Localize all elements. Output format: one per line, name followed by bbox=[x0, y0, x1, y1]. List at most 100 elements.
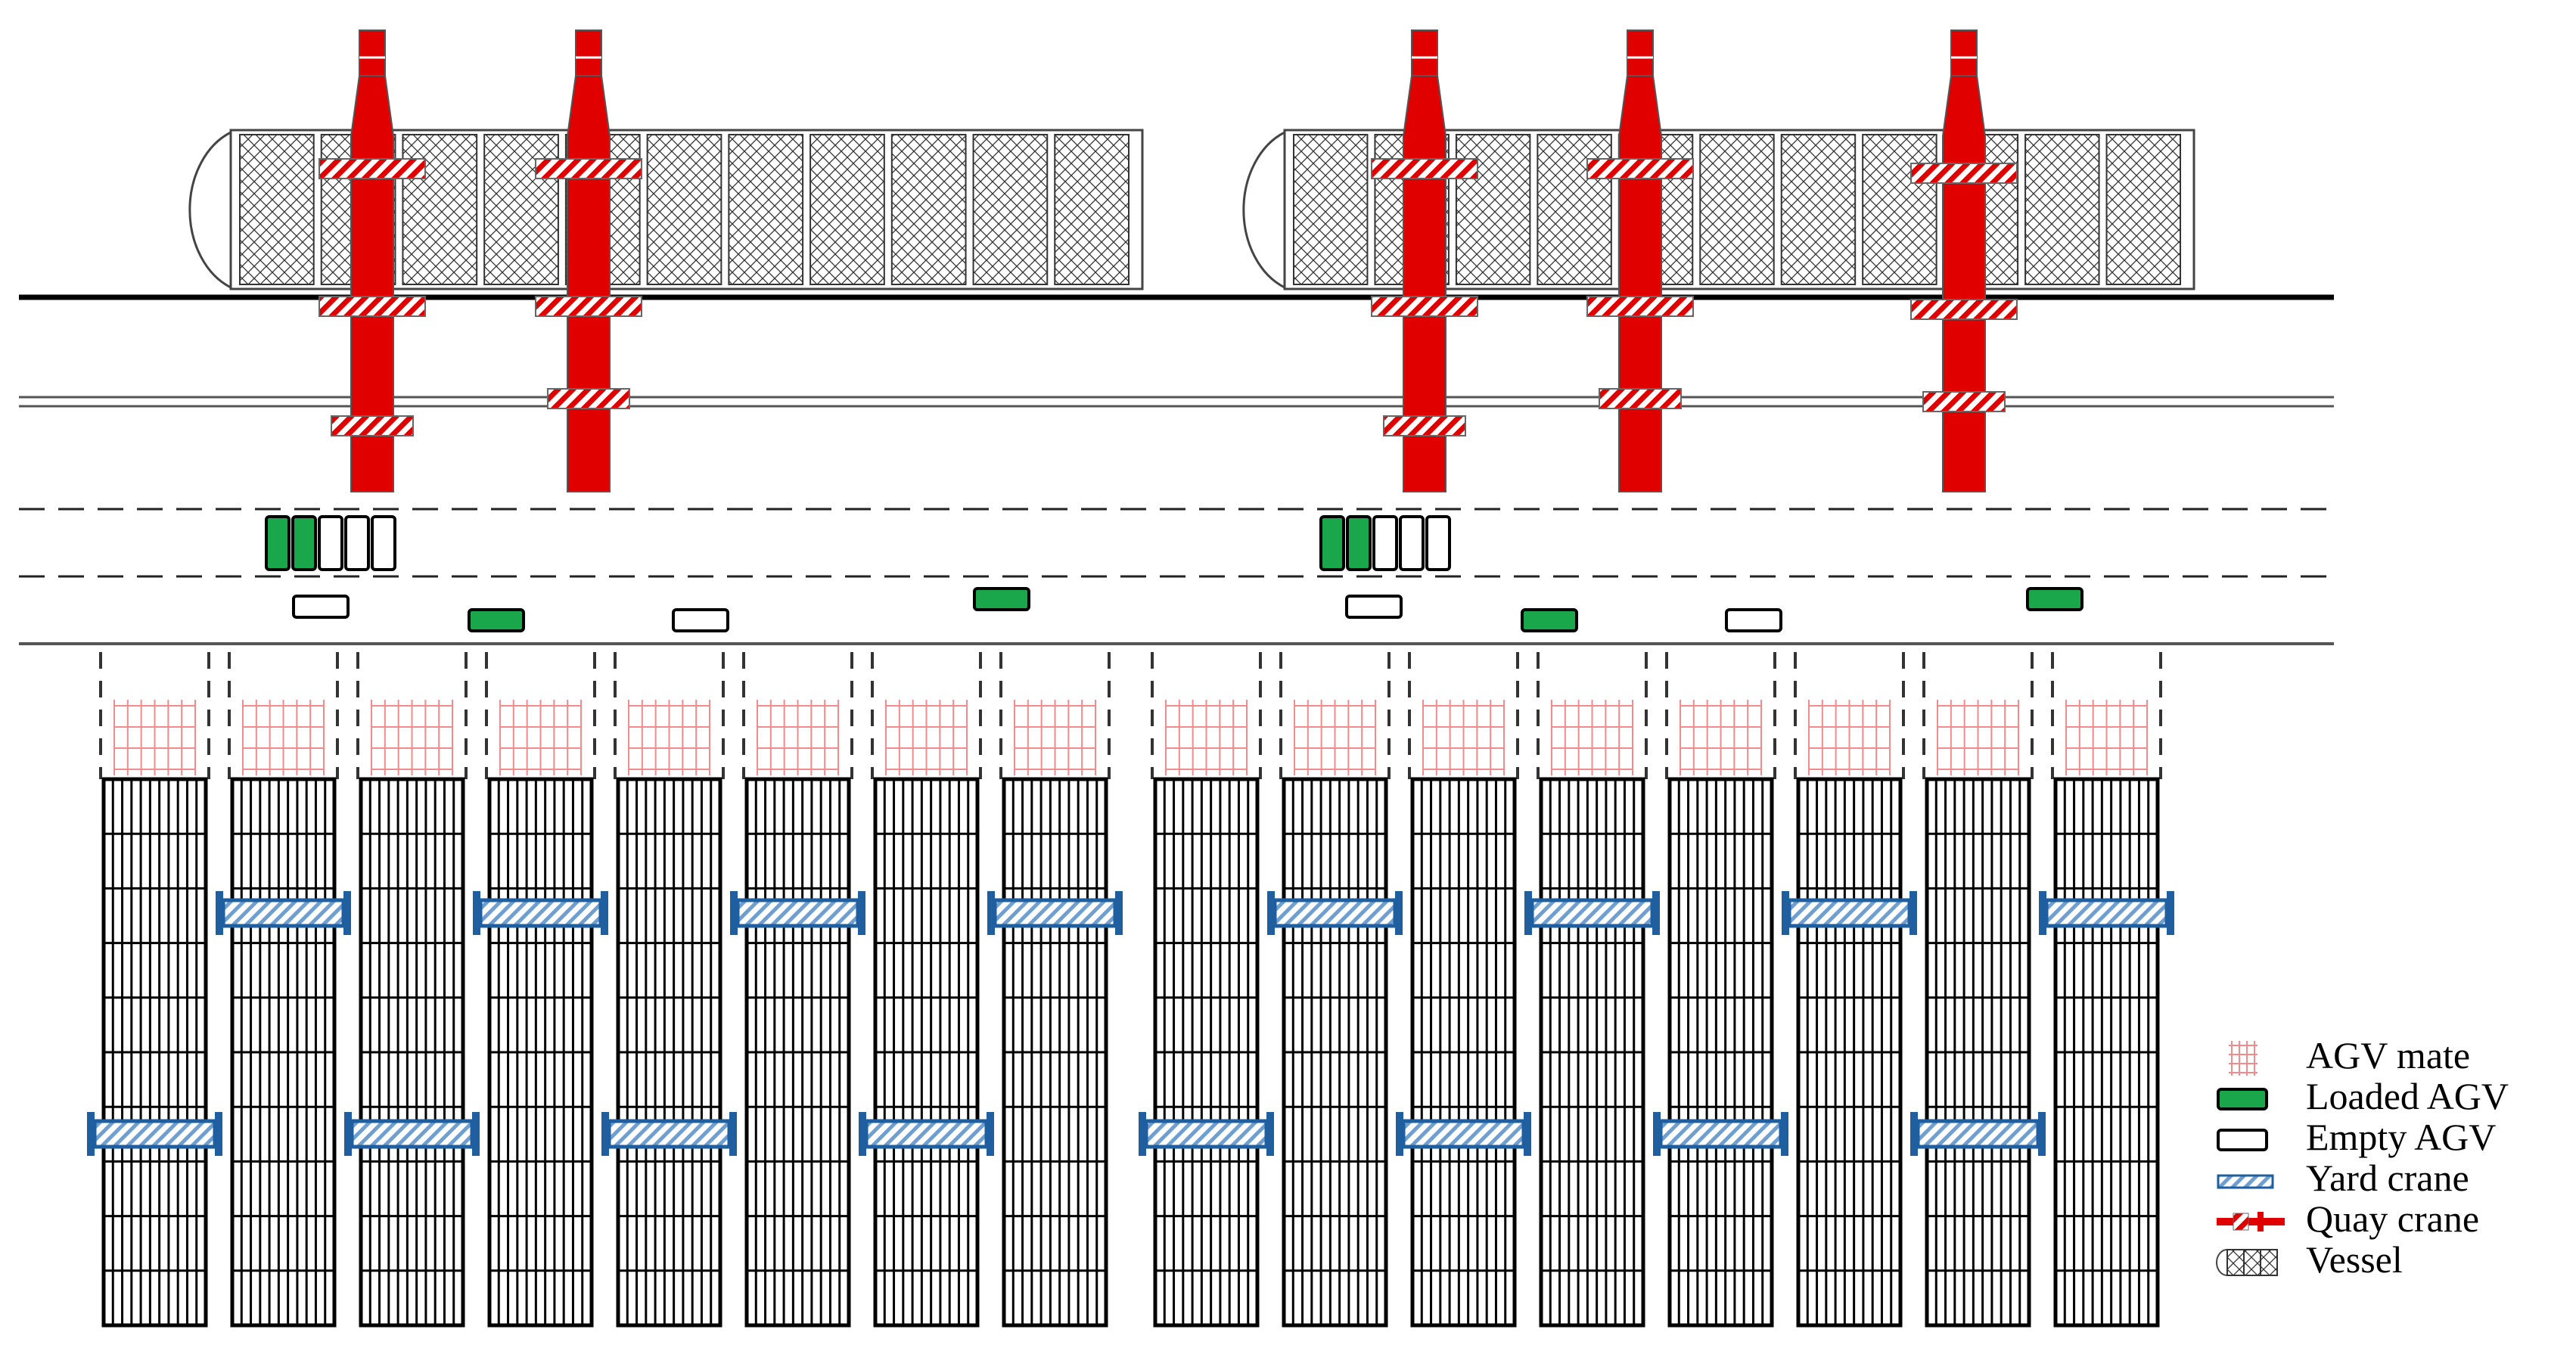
vessel-bay bbox=[239, 134, 315, 285]
quay-crane-trolley bbox=[1586, 296, 1694, 317]
loaded-agv bbox=[1319, 515, 1345, 571]
loaded-agv-icon bbox=[2217, 1088, 2268, 1110]
vessel-bay bbox=[483, 134, 559, 285]
vessel-bay bbox=[646, 134, 722, 285]
legend-item-quay-crane: Quay crane bbox=[2209, 1197, 2565, 1242]
yard-block bbox=[1139, 652, 1274, 1328]
quay-crane bbox=[1586, 30, 1694, 492]
agv-mate bbox=[1165, 700, 1248, 775]
yard-crane bbox=[987, 891, 1123, 935]
agv-queue bbox=[265, 515, 396, 571]
yard-crane bbox=[216, 891, 351, 935]
loaded-agv bbox=[265, 515, 291, 571]
yard-block bbox=[730, 652, 865, 1328]
empty-agv bbox=[344, 515, 370, 571]
quay-crane-trolley bbox=[331, 415, 414, 436]
quay-crane-trolley bbox=[1371, 158, 1478, 179]
vessel-bay bbox=[972, 134, 1049, 285]
legend-item-empty-agv: Empty AGV bbox=[2209, 1116, 2565, 1160]
vessel-bay bbox=[890, 134, 967, 285]
quay-crane-boom bbox=[1942, 75, 1986, 492]
quay-crane bbox=[319, 30, 426, 492]
vessel-bay bbox=[1293, 134, 1369, 285]
empty-agv bbox=[1425, 515, 1451, 571]
quay-crane-head bbox=[1411, 30, 1438, 76]
vessel-bay bbox=[1699, 134, 1775, 285]
agv-mate bbox=[242, 700, 325, 775]
legend-item-loaded-agv: Loaded AGV bbox=[2209, 1075, 2565, 1120]
empty-agv bbox=[318, 515, 343, 571]
vessel-bay bbox=[1455, 134, 1531, 285]
agv-mate bbox=[499, 700, 582, 775]
quay-crane-trolley bbox=[1910, 163, 2018, 184]
legend-label: AGV mate bbox=[2306, 1034, 2471, 1076]
quay-crane-trolley bbox=[547, 388, 630, 409]
empty-agv bbox=[672, 608, 729, 632]
legend-label: Vessel bbox=[2306, 1238, 2403, 1281]
loaded-agv bbox=[1346, 515, 1372, 571]
agv-mate bbox=[1808, 700, 1891, 775]
yard-crane bbox=[1782, 891, 1917, 935]
quay-crane-trolley bbox=[319, 158, 426, 179]
empty-agv-icon bbox=[2217, 1129, 2268, 1151]
vessel-bow bbox=[1242, 131, 1285, 289]
yard-crane bbox=[1139, 1112, 1274, 1156]
agv-mate bbox=[628, 700, 710, 775]
yard-block bbox=[473, 652, 608, 1328]
empty-agv bbox=[1372, 515, 1398, 571]
agv-mate bbox=[1680, 700, 1762, 775]
agv-mate bbox=[371, 700, 453, 775]
yard-block bbox=[859, 652, 994, 1328]
yard-crane bbox=[2039, 891, 2174, 935]
empty-agv bbox=[1725, 608, 1782, 632]
legend-label: Loaded AGV bbox=[2306, 1075, 2509, 1117]
agv-mate-icon bbox=[2229, 1041, 2257, 1076]
agv-mate bbox=[1937, 700, 2019, 775]
quay-crane-head bbox=[1950, 30, 1978, 76]
vessel-2 bbox=[1242, 129, 2195, 290]
yard-block bbox=[1782, 652, 1917, 1328]
yard-crane bbox=[1396, 1112, 1531, 1156]
yard-crane-icon bbox=[2217, 1174, 2274, 1189]
empty-agv bbox=[1399, 515, 1425, 571]
agv-mate bbox=[2065, 700, 2148, 775]
agv-mate bbox=[1551, 700, 1633, 775]
yard-block bbox=[1396, 652, 1531, 1328]
agv-mate bbox=[1014, 700, 1096, 775]
quay-crane-trolley bbox=[1910, 299, 2018, 320]
yard-crane bbox=[1653, 1112, 1788, 1156]
quay-crane bbox=[535, 30, 642, 492]
legend-label: Empty AGV bbox=[2306, 1116, 2497, 1158]
vessel-bow bbox=[188, 131, 231, 289]
quay-crane bbox=[1371, 30, 1478, 492]
quay-crane-boom bbox=[350, 75, 394, 492]
empty-agv bbox=[1345, 595, 1403, 619]
quay-crane-trolley bbox=[1586, 158, 1694, 179]
yard-crane bbox=[601, 1112, 737, 1156]
agv-mate bbox=[1294, 700, 1376, 775]
yard-block bbox=[601, 652, 737, 1328]
vessel-bay bbox=[809, 134, 885, 285]
yard-crane bbox=[1267, 891, 1403, 935]
agv-mate bbox=[1422, 700, 1505, 775]
quay-crane-boom bbox=[567, 75, 611, 492]
yard-block bbox=[1910, 652, 2046, 1328]
quay-crane-boom bbox=[1403, 75, 1446, 492]
quay-crane-icon bbox=[2217, 1212, 2285, 1232]
yard-crane bbox=[473, 891, 608, 935]
yard-block bbox=[1524, 652, 1660, 1328]
vessel-bay bbox=[728, 134, 804, 285]
legend-label: Yard crane bbox=[2306, 1157, 2469, 1199]
yard-block bbox=[1653, 652, 1788, 1328]
vessel-bay bbox=[402, 134, 478, 285]
quay-crane-trolley bbox=[535, 158, 642, 179]
yard-block bbox=[987, 652, 1123, 1328]
yard-crane bbox=[730, 891, 865, 935]
quay-crane-head bbox=[1627, 30, 1654, 76]
quay-crane-trolley bbox=[1383, 415, 1466, 436]
empty-agv bbox=[371, 515, 396, 571]
loaded-agv bbox=[468, 608, 525, 632]
vessel-bay bbox=[1054, 134, 1130, 285]
quay-crane-trolley bbox=[1371, 296, 1478, 317]
